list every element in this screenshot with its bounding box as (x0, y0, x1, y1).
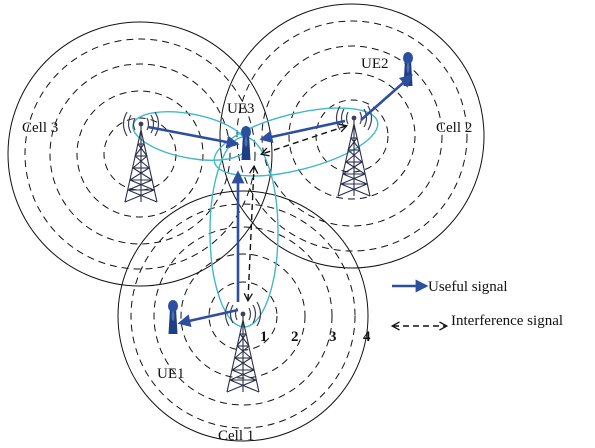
legend-useful-label: Useful signal (428, 279, 508, 295)
cell-3-rings (24, 38, 256, 270)
cell-1-label: Cell 1 (218, 428, 254, 444)
ring-number-4: 4 (363, 329, 371, 345)
legend-interference-label: Interference signal (451, 313, 563, 329)
base-station-cell-3-icon (122, 111, 160, 203)
ring-number-2: 2 (291, 329, 299, 345)
ue3-phone-icon (241, 126, 251, 160)
useful-signal-cell-3-to-ue3 (147, 125, 240, 149)
interference-signal-cell-1-to-ue3 (243, 164, 259, 303)
ue1-phone-icon (168, 300, 178, 334)
cell-2-boundary (219, 3, 485, 269)
useful-signal-cell-2-to-ue2 (360, 74, 413, 121)
cell-3-boundary (7, 21, 273, 287)
ring-number-1: 1 (260, 329, 268, 345)
base-station-cell-2-icon (335, 105, 373, 197)
base-station-cell-1-icon (224, 301, 262, 393)
coverage-ellipse-cell-2 (213, 107, 379, 177)
legend: Useful signal Interference signal (390, 279, 563, 331)
ring-number-3: 3 (329, 329, 337, 345)
ue1-label: UE1 (157, 366, 185, 382)
cell-2-label: Cell 2 (436, 120, 472, 136)
coverage-ellipse-cell-1 (209, 136, 279, 328)
interference-signal-cell-2-to-ue3 (259, 123, 349, 157)
ue2-label: UE2 (361, 56, 389, 72)
cell-1-boundary (117, 190, 369, 442)
cell-3-label: Cell 3 (22, 120, 58, 136)
ue3-label: UE3 (227, 101, 255, 117)
useful-signal-cell-1-to-ue1 (177, 308, 239, 328)
